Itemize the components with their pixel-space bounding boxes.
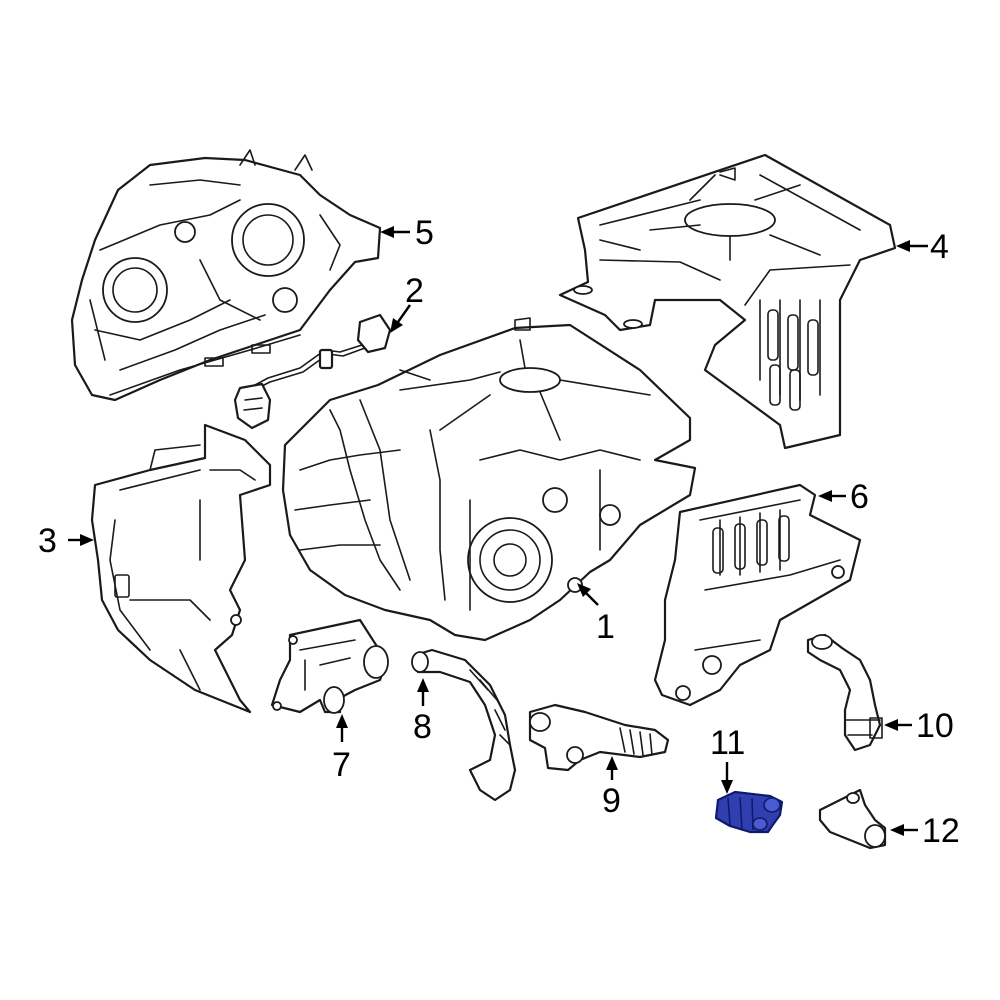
part-10-coolant-pipe[interactable] <box>806 633 883 752</box>
callout-label-7: 7 <box>332 746 351 784</box>
part-8-hose[interactable] <box>411 648 517 802</box>
part-6-lower-shield[interactable] <box>653 483 862 707</box>
callout-label-3: 3 <box>38 522 57 560</box>
part-9-sensor-pigtail[interactable] <box>528 703 670 772</box>
callout-label-9: 9 <box>602 782 621 820</box>
part-11-sensor-highlighted[interactable] <box>714 790 784 834</box>
callout-arrows <box>68 226 928 836</box>
callout-label-8: 8 <box>413 708 432 746</box>
part-2-sensor-harness[interactable] <box>233 313 392 430</box>
callout-label-2: 2 <box>405 272 424 310</box>
part-3-side-shield[interactable] <box>90 423 272 714</box>
part-4-top-shield[interactable] <box>558 153 897 450</box>
callout-label-12: 12 <box>922 812 960 850</box>
callout-labels: 5 2 4 3 6 1 7 8 9 10 11 12 <box>38 214 960 850</box>
part-5-housing-cover[interactable] <box>70 149 382 402</box>
callout-label-4: 4 <box>930 228 949 266</box>
part-7-module[interactable] <box>270 618 389 714</box>
callout-label-1: 1 <box>596 608 615 646</box>
callout-label-10: 10 <box>916 707 954 745</box>
callout-label-6: 6 <box>850 478 869 516</box>
callout-label-11: 11 <box>710 724 745 762</box>
part-1-motor-unit[interactable] <box>281 317 697 642</box>
callout-label-5: 5 <box>415 214 434 252</box>
part-12-sensor[interactable] <box>818 788 887 850</box>
